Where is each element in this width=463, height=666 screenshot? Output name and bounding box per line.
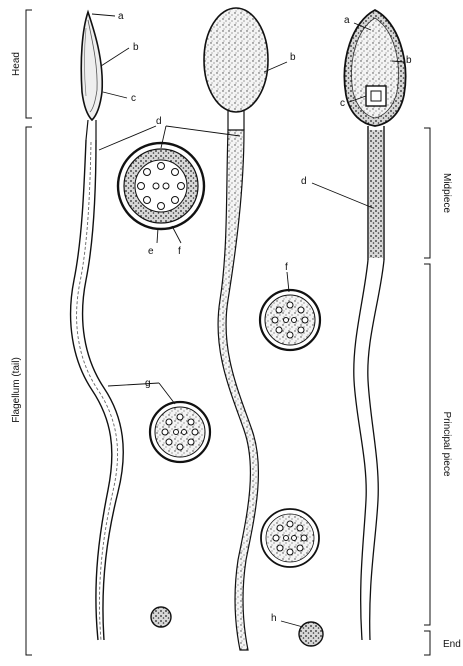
midpiece-bracket — [424, 128, 430, 258]
label-a-side: a — [118, 11, 124, 22]
cross-section-end-left — [151, 607, 171, 627]
label-e: e — [148, 246, 154, 257]
label-c-section: c — [340, 98, 345, 109]
head-label: Head — [11, 52, 22, 76]
sperm-section-view — [344, 10, 405, 640]
label-f-midpiece: f — [178, 246, 181, 257]
label-c-side: c — [131, 93, 136, 104]
end-bracket — [424, 631, 430, 655]
label-d-top: d — [156, 116, 162, 127]
cross-section-principal-lower — [261, 509, 319, 567]
sperm-side-view — [71, 12, 124, 640]
label-h: h — [271, 613, 277, 624]
label-d-section: d — [301, 176, 307, 187]
flagellum-bracket — [26, 127, 32, 655]
label-a-section: a — [344, 15, 350, 26]
head-bracket — [26, 10, 32, 118]
label-b-side: b — [133, 42, 139, 53]
cross-section-principal-left — [150, 402, 210, 462]
label-b-surface: b — [290, 52, 296, 63]
label-f-principal: f — [285, 262, 288, 273]
label-b-section: b — [406, 55, 412, 66]
sperm-surface-view — [204, 8, 268, 650]
cross-section-end-right — [299, 622, 323, 646]
label-g: g — [145, 378, 151, 389]
cross-section-midpiece — [118, 143, 204, 229]
principal-piece-bracket — [424, 264, 430, 625]
cross-section-principal-upper — [260, 290, 320, 350]
principal-piece-label: Principal piece — [441, 411, 452, 476]
end-label: End — [443, 639, 461, 650]
flagellum-label: Flagellum (tail) — [11, 357, 22, 423]
midpiece-label: Midpiece — [441, 173, 452, 213]
